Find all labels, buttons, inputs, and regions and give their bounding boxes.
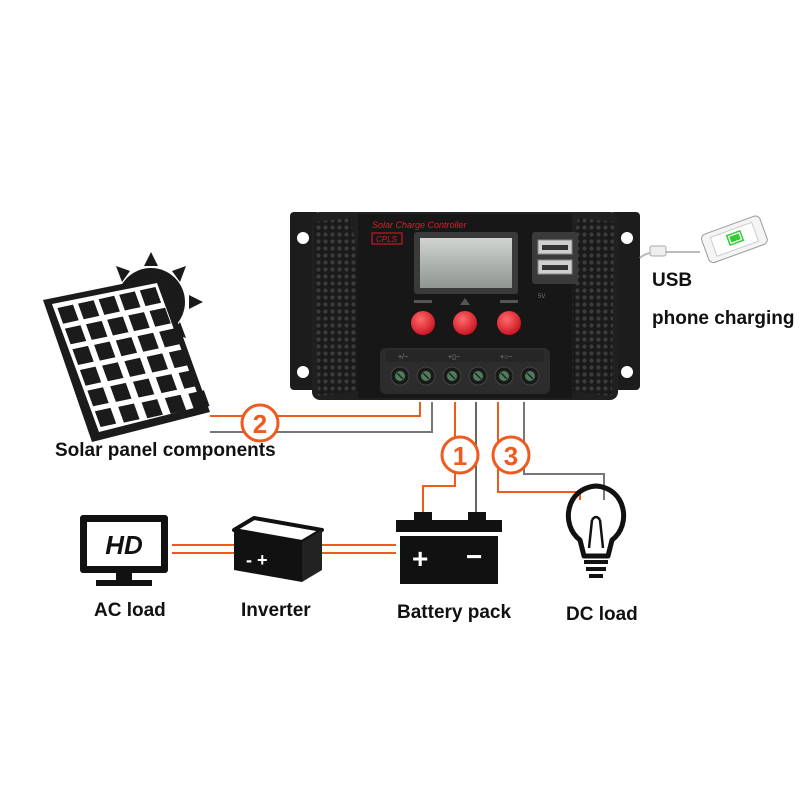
- menu-button[interactable]: [411, 300, 435, 335]
- badge-load: 3: [491, 435, 531, 475]
- controller-model: CPLS: [376, 235, 398, 244]
- svg-text:−: −: [466, 541, 482, 572]
- tv-screen-text: HD: [105, 530, 143, 560]
- solar-cell: [98, 295, 120, 315]
- terminal-screw-slot: [474, 372, 482, 380]
- dc-load-label: DC load: [566, 604, 638, 625]
- solar-cell: [87, 387, 109, 407]
- ac-load-label: AC load: [94, 600, 166, 621]
- tv-icon: HD: [80, 515, 168, 586]
- svg-text:3: 3: [504, 441, 518, 471]
- solar-cell: [149, 307, 171, 327]
- solar-wire-orange: [210, 402, 421, 417]
- solar-cell: [188, 390, 210, 410]
- solar-cell: [57, 304, 79, 324]
- phone-icon: [639, 215, 768, 264]
- solar-cell: [110, 382, 132, 402]
- solar-cell: [94, 341, 116, 361]
- usb-label: USB: [652, 270, 693, 291]
- svg-text:- +: - +: [246, 550, 268, 570]
- solar-cell: [72, 345, 94, 365]
- solar-cell: [118, 403, 140, 423]
- solar-cell: [107, 316, 129, 336]
- solar-cell: [94, 407, 117, 427]
- solar-cell: [124, 357, 146, 377]
- solar-cell: [159, 328, 181, 348]
- solar-cell: [141, 399, 163, 419]
- solar-wire-gray: [210, 402, 433, 433]
- phone-charging-label: phone charging: [652, 308, 795, 329]
- svg-text:5V: 5V: [538, 294, 545, 300]
- terminal-screw-slot: [500, 372, 508, 380]
- solar-cell: [79, 366, 102, 386]
- charge-controller: Solar Charge Controller CPLS 5V: [290, 212, 640, 400]
- svg-text:2: 2: [253, 409, 267, 439]
- svg-text:+/−: +/−: [398, 354, 408, 361]
- solar-cell: [64, 325, 87, 345]
- inverter-icon: - +: [232, 516, 324, 582]
- controller-title: Solar Charge Controller: [372, 220, 468, 230]
- solar-cell: [139, 287, 162, 307]
- svg-text:+▯−: +▯−: [448, 354, 460, 361]
- solar-cell: [146, 353, 168, 373]
- solar-cell: [168, 349, 191, 369]
- solar-panel-label: Solar panel components: [55, 440, 276, 461]
- terminal-screws: [390, 366, 540, 386]
- solar-cell: [78, 300, 100, 320]
- light-bulb-icon: [565, 483, 627, 578]
- up-button[interactable]: [453, 298, 477, 335]
- battery-icon: + −: [396, 512, 502, 584]
- solar-cell: [155, 374, 178, 394]
- solar-panel-icon: [43, 276, 210, 442]
- solar-cell: [128, 312, 150, 332]
- terminal-screw-slot: [448, 372, 456, 380]
- solar-cell: [178, 369, 200, 389]
- inverter-label: Inverter: [241, 600, 311, 621]
- solar-cell: [164, 394, 187, 414]
- solar-cell: [115, 337, 138, 357]
- solar-cell: [119, 291, 141, 311]
- terminal-screw-slot: [526, 372, 534, 380]
- solar-cell: [86, 320, 108, 340]
- svg-text:1: 1: [453, 441, 467, 471]
- solar-cell: [102, 362, 124, 382]
- terminal-screw-slot: [422, 372, 430, 380]
- solar-cell: [137, 332, 159, 352]
- solar-cell: [133, 378, 155, 398]
- down-button[interactable]: [497, 300, 521, 335]
- svg-text:+○−: +○−: [500, 354, 512, 361]
- battery-pack-label: Battery pack: [397, 602, 512, 623]
- badge-battery: 1: [440, 435, 480, 475]
- badge-solar: 2: [240, 403, 280, 443]
- terminal-screw-slot: [396, 372, 404, 380]
- svg-text:+: +: [412, 543, 428, 574]
- usb-ports[interactable]: [532, 232, 578, 284]
